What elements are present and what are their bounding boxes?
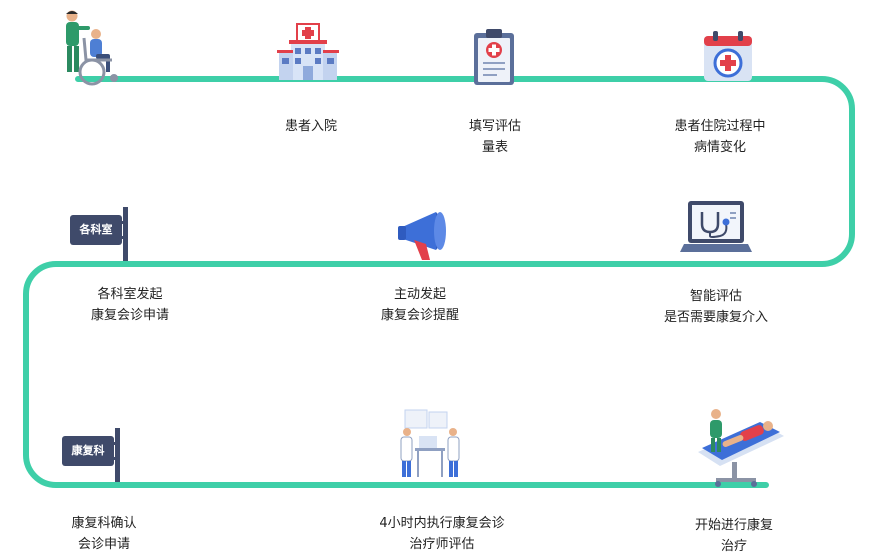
step-condition-change-line1: 患者住院过程中 — [674, 119, 766, 134]
step-label-start-rehab: 开始进行康复 治疗 — [634, 515, 834, 557]
rehab-sign-text: 康复科 — [71, 444, 105, 457]
step-fill-form-line2: 量表 — [481, 140, 508, 155]
step-fill-form-line1: 填写评估 — [468, 119, 521, 134]
step-label-admission: 患者入院 — [211, 116, 411, 137]
clipboard-icon — [473, 28, 515, 86]
step-start-rehab-line1: 开始进行康复 — [694, 518, 773, 533]
wheelchair-patient-icon — [56, 8, 120, 90]
step-reminder-line1: 主动发起 — [393, 287, 446, 302]
step-label-fill-form: 填写评估 量表 — [395, 116, 595, 158]
step-label-reminder: 主动发起 康复会诊提醒 — [320, 284, 520, 326]
hospital-icon — [277, 22, 339, 82]
step-smart-eval-line1: 智能评估 — [689, 289, 742, 304]
rehab-sign-icon: 康复科 — [60, 428, 124, 482]
step-label-condition-change: 患者住院过程中 病情变化 — [620, 116, 820, 158]
step-label-smart-eval: 智能评估 是否需要康复介入 — [616, 286, 816, 328]
step-label-rehab-confirm: 康复科确认 会诊申请 — [4, 513, 204, 555]
department-sign-icon: 各科室 — [68, 207, 132, 261]
step-label-dept-request: 各科室发起 康复会诊申请 — [30, 284, 230, 326]
step-condition-change-line2: 病情变化 — [693, 140, 746, 155]
megaphone-icon — [396, 206, 456, 262]
step-rehab-confirm-line1: 康复科确认 — [71, 516, 137, 531]
calendar-medical-icon — [703, 30, 753, 82]
doctors-consult-icon — [393, 408, 467, 480]
therapy-bed-icon — [696, 404, 786, 488]
step-rehab-confirm-line2: 会诊申请 — [77, 537, 130, 552]
step-dept-request-line1: 各科室发起 — [97, 287, 163, 302]
step-admission-line1: 患者入院 — [284, 119, 337, 134]
department-sign-text: 各科室 — [79, 223, 113, 236]
step-start-rehab-line2: 治疗 — [720, 539, 747, 554]
step-reminder-line2: 康复会诊提醒 — [380, 308, 459, 323]
laptop-stethoscope-icon — [680, 200, 752, 256]
step-dept-request-line2: 康复会诊申请 — [90, 308, 169, 323]
step-label-therapist-eval: 4小时内执行康复会诊 治疗师评估 — [342, 513, 542, 555]
step-smart-eval-line2: 是否需要康复介入 — [663, 310, 768, 325]
step-therapist-eval-line2: 治疗师评估 — [409, 537, 475, 552]
step-therapist-eval-line1: 4小时内执行康复会诊 — [379, 516, 505, 531]
